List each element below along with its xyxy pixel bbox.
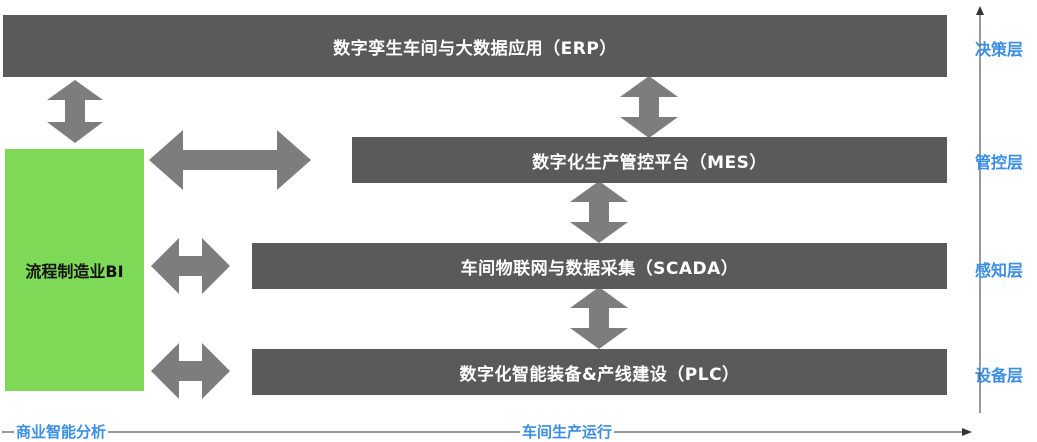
scada-layer-label: 车间物联网与数据采集（SCADA） (460, 258, 739, 279)
plc-layer-label: 数字化智能装备&产线建设（PLC） (459, 364, 740, 385)
plc-layer-bar: 数字化智能装备&产线建设（PLC） (252, 349, 947, 395)
arrow-bi-plc (151, 343, 230, 399)
scada-layer-bar: 车间物联网与数据采集（SCADA） (252, 243, 947, 289)
arrow-erp-mes (620, 76, 678, 138)
perception-layer-label: 感知层 (974, 261, 1023, 280)
arrow-scada-plc (570, 287, 628, 349)
decision-layer-label: 决策层 (974, 40, 1023, 59)
bi-analysis-axis-label: 商业智能分析 (14, 421, 109, 442)
workshop-run-axis-label: 车间生产运行 (520, 421, 615, 442)
control-layer-label: 管控层 (974, 153, 1023, 172)
arrow-erp-bi (47, 80, 103, 143)
arrow-mes-scada (570, 181, 628, 243)
bi-box-label: 流程制造业BI (25, 262, 124, 281)
equipment-layer-label: 设备层 (974, 366, 1023, 385)
erp-layer-label: 数字孪生车间与大数据应用（ERP） (333, 38, 617, 59)
arrow-bi-scada (151, 238, 230, 294)
mes-layer-label: 数字化生产管控平台（MES） (532, 152, 767, 173)
vertical-axis-arrowhead (976, 6, 984, 15)
mes-layer-bar: 数字化生产管控平台（MES） (352, 137, 947, 183)
arrow-bi-mes (149, 130, 311, 190)
bi-box: 流程制造业BI (5, 149, 144, 391)
erp-layer-bar: 数字孪生车间与大数据应用（ERP） (3, 15, 947, 77)
horizontal-axis-arrowhead (962, 428, 972, 436)
